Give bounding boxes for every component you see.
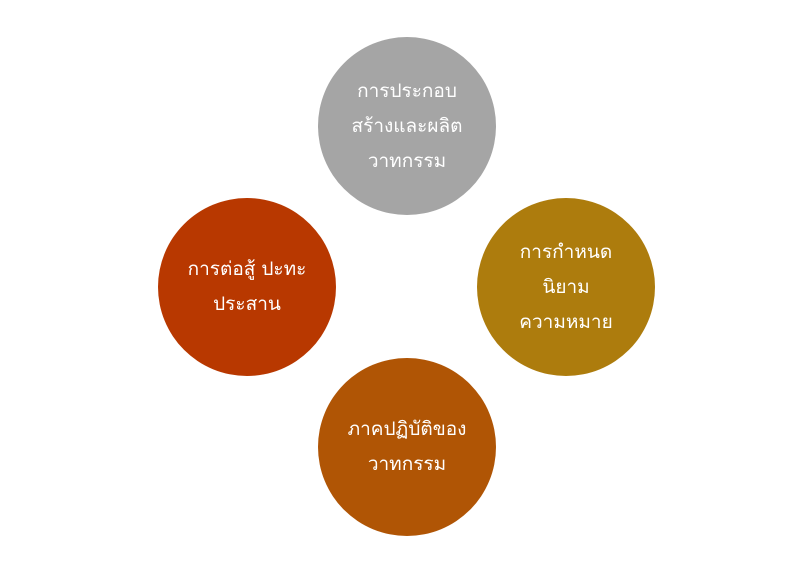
node-label-line: การต่อสู้ ปะทะ bbox=[187, 258, 307, 280]
node-label-line: ประสาน bbox=[213, 293, 281, 315]
node-label-line: การประกอบ bbox=[357, 79, 457, 102]
node-label-line: วาทกรรม bbox=[367, 453, 447, 475]
node-label-line: นิยาม bbox=[542, 275, 590, 298]
node-construct-produce-discourse: การประกอบ สร้างและผลิต วาทกรรม bbox=[318, 37, 496, 215]
node-label-line: สร้างและผลิต bbox=[351, 114, 463, 137]
node-label-line: การกำหนด bbox=[519, 240, 613, 263]
node-label-line: ภาคปฏิบัติของ bbox=[347, 418, 467, 440]
node-discourse-practice: ภาคปฏิบัติของ วาทกรรม bbox=[318, 358, 496, 536]
node-define-meaning: การกำหนด นิยาม ความหมาย bbox=[477, 198, 655, 376]
node-label-line: ความหมาย bbox=[519, 310, 613, 333]
node-label-line: วาทกรรม bbox=[367, 149, 447, 172]
node-struggle-clash-negotiate: การต่อสู้ ปะทะ ประสาน bbox=[158, 198, 336, 376]
